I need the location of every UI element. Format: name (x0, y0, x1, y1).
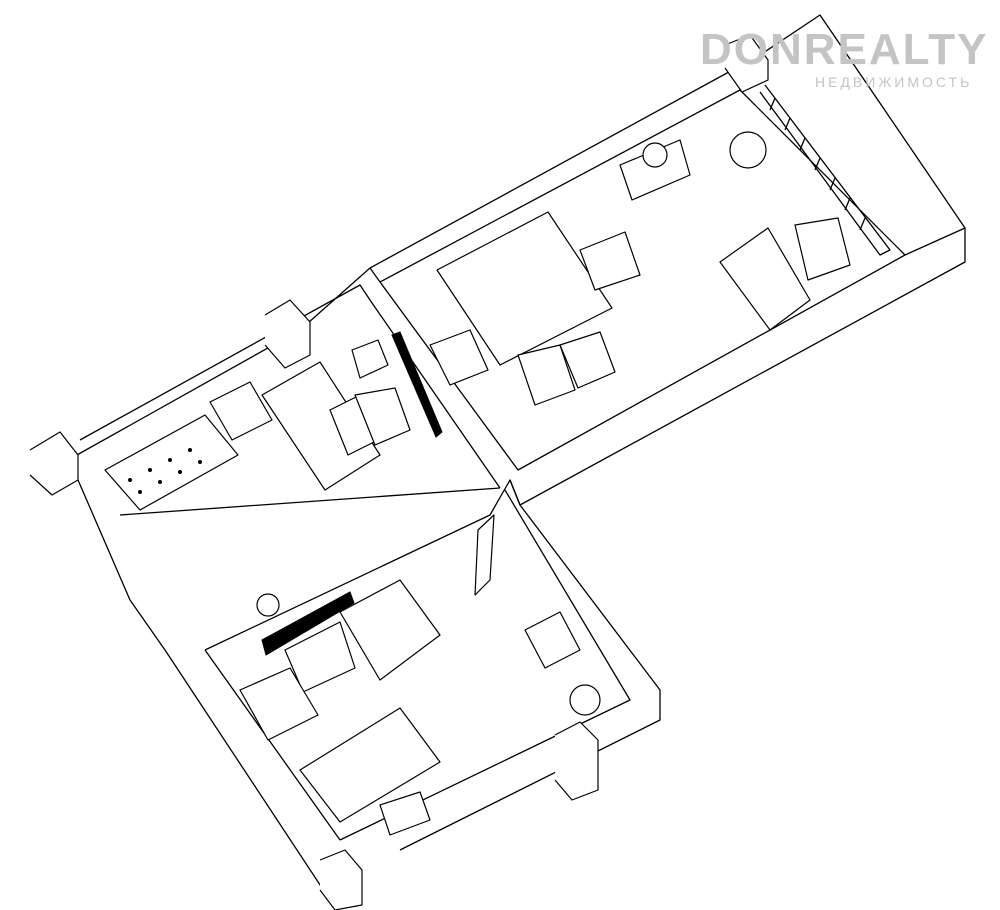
watermark-logo: DONREALTY (700, 25, 989, 74)
furniture-upper-right (429, 131, 851, 406)
room-lower (129, 479, 661, 910)
room-upper-left (29, 267, 501, 601)
watermark-tagline: НЕДВИЖИМОСТЬ (815, 74, 973, 90)
